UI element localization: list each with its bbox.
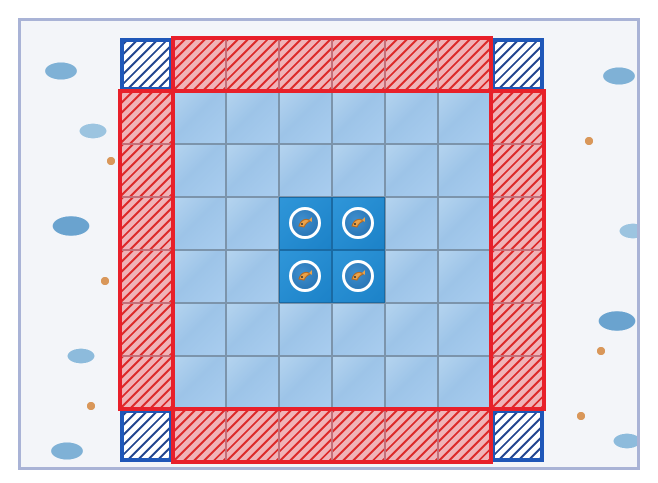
water-square-r2c6[interactable]	[438, 144, 491, 197]
water-square-r4c1[interactable]	[173, 250, 226, 303]
border-square-r3c0[interactable]	[120, 197, 173, 250]
border-square-r4c0[interactable]	[120, 250, 173, 303]
water-square-r6c6[interactable]	[438, 356, 491, 409]
water-square-r4c2[interactable]	[226, 250, 279, 303]
water-square-r1c6[interactable]	[438, 91, 491, 144]
water-square-r5c1[interactable]	[173, 303, 226, 356]
water-square-r2c5[interactable]	[385, 144, 438, 197]
water-square-r6c4[interactable]	[332, 356, 385, 409]
border-square-r3c7[interactable]	[491, 197, 544, 250]
water-square-r2c1[interactable]	[173, 144, 226, 197]
water-square-r3c6[interactable]	[438, 197, 491, 250]
water-square-r6c3[interactable]	[279, 356, 332, 409]
water-square-r5c6[interactable]	[438, 303, 491, 356]
border-square-r7c3[interactable]	[279, 409, 332, 462]
fish-icon[interactable]	[342, 207, 374, 239]
border-square-r2c0[interactable]	[120, 144, 173, 197]
border-square-r7c2[interactable]	[226, 409, 279, 462]
water-square-r1c5[interactable]	[385, 91, 438, 144]
corner-square-r0c0[interactable]	[120, 38, 173, 91]
water-square-r2c2[interactable]	[226, 144, 279, 197]
water-square-r5c2[interactable]	[226, 303, 279, 356]
border-square-r2c7[interactable]	[491, 144, 544, 197]
water-square-r4c5[interactable]	[385, 250, 438, 303]
border-square-r7c1[interactable]	[173, 409, 226, 462]
border-square-r0c1[interactable]	[173, 38, 226, 91]
border-square-r6c0[interactable]	[120, 356, 173, 409]
fish-icon[interactable]	[289, 260, 321, 292]
water-square-r5c4[interactable]	[332, 303, 385, 356]
border-square-r5c0[interactable]	[120, 303, 173, 356]
border-square-r0c5[interactable]	[385, 38, 438, 91]
border-square-r0c6[interactable]	[438, 38, 491, 91]
corner-square-r7c0[interactable]	[120, 409, 173, 462]
water-square-r3c5[interactable]	[385, 197, 438, 250]
border-square-r0c2[interactable]	[226, 38, 279, 91]
border-square-r7c4[interactable]	[332, 409, 385, 462]
water-square-r3c1[interactable]	[173, 197, 226, 250]
water-square-r2c4[interactable]	[332, 144, 385, 197]
game-board	[120, 38, 544, 462]
water-square-r6c1[interactable]	[173, 356, 226, 409]
water-square-r6c2[interactable]	[226, 356, 279, 409]
water-square-r1c1[interactable]	[173, 91, 226, 144]
water-square-r4c6[interactable]	[438, 250, 491, 303]
border-square-r7c5[interactable]	[385, 409, 438, 462]
border-square-r7c6[interactable]	[438, 409, 491, 462]
water-square-r2c3[interactable]	[279, 144, 332, 197]
border-square-r1c7[interactable]	[491, 91, 544, 144]
water-square-r3c2[interactable]	[226, 197, 279, 250]
border-square-r6c7[interactable]	[491, 356, 544, 409]
water-square-r5c3[interactable]	[279, 303, 332, 356]
border-square-r0c3[interactable]	[279, 38, 332, 91]
border-square-r5c7[interactable]	[491, 303, 544, 356]
fish-icon[interactable]	[289, 207, 321, 239]
border-square-r0c4[interactable]	[332, 38, 385, 91]
border-square-r1c0[interactable]	[120, 91, 173, 144]
corner-square-r0c7[interactable]	[491, 38, 544, 91]
water-square-r5c5[interactable]	[385, 303, 438, 356]
water-square-r1c4[interactable]	[332, 91, 385, 144]
water-square-r6c5[interactable]	[385, 356, 438, 409]
border-square-r4c7[interactable]	[491, 250, 544, 303]
water-square-r1c2[interactable]	[226, 91, 279, 144]
water-square-r1c3[interactable]	[279, 91, 332, 144]
corner-square-r7c7[interactable]	[491, 409, 544, 462]
fish-icon[interactable]	[342, 260, 374, 292]
